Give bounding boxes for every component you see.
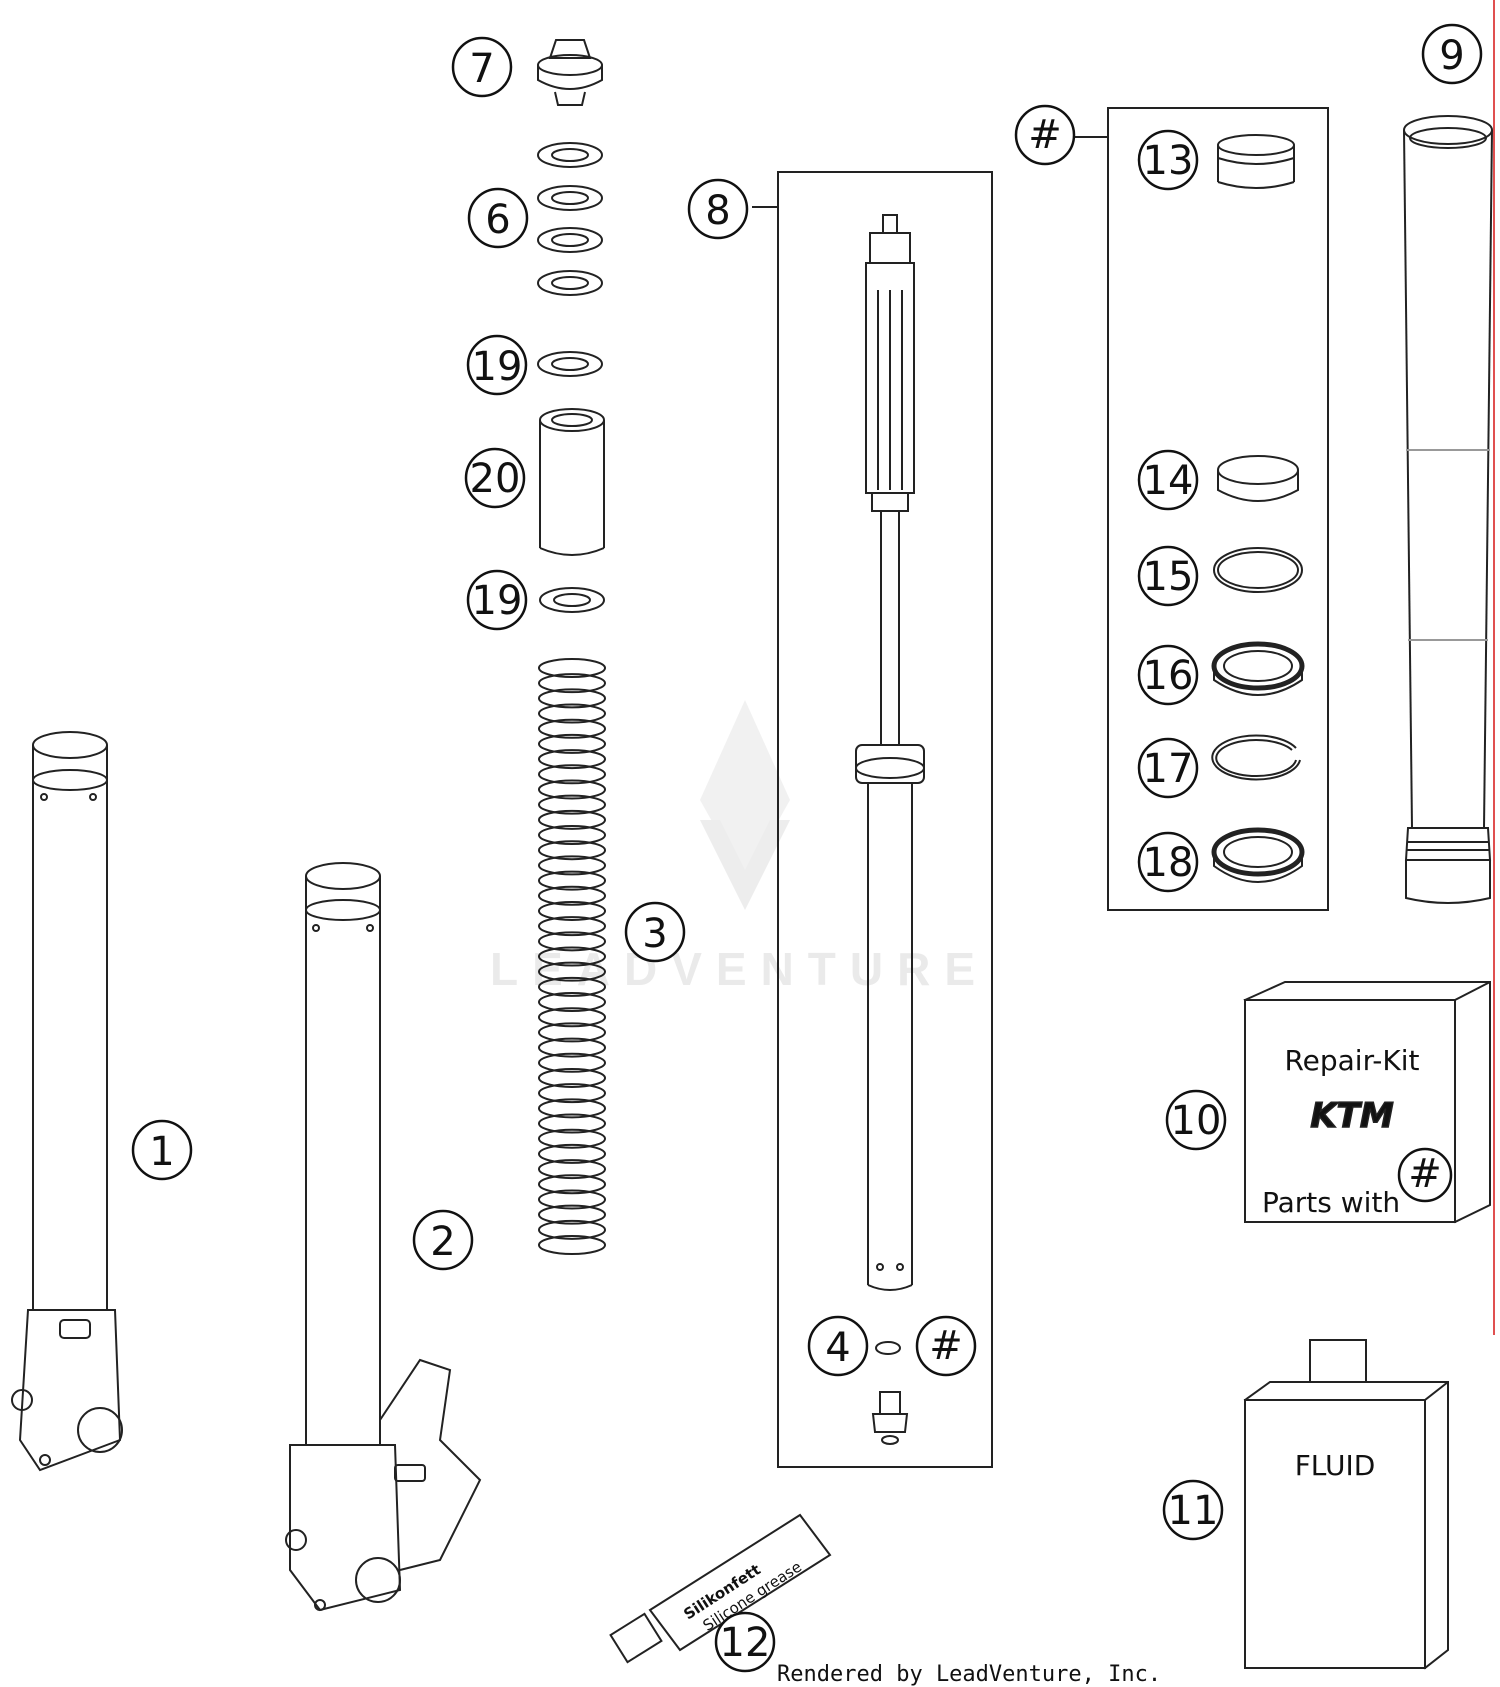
part-19-washer-upper <box>537 351 603 377</box>
svg-text:6: 6 <box>485 197 510 243</box>
callout-hash-4: # <box>915 1315 977 1377</box>
callout-20: 20 <box>464 447 526 509</box>
svg-text:8: 8 <box>705 188 730 234</box>
svg-text:3: 3 <box>642 911 667 957</box>
part-18-dust-seal <box>1211 827 1305 883</box>
leadventure-watermark: LEADVENTURE <box>490 700 989 995</box>
callout-11: 11 <box>1162 1479 1224 1541</box>
callout-9: 9 <box>1421 23 1483 85</box>
part-14-bushing <box>1217 455 1299 502</box>
repair-kit-frame <box>1075 107 1329 911</box>
part-19-washer-lower <box>539 587 605 613</box>
part-8-cartridge-assembly <box>752 171 993 1468</box>
callout-8: 8 <box>687 178 749 240</box>
part-13-bushing <box>1217 134 1295 189</box>
callout-17: 17 <box>1137 737 1199 799</box>
part-7-adjuster-cap <box>537 39 603 106</box>
repair-kit-title: Repair-Kit <box>1284 1044 1419 1077</box>
svg-text:19: 19 <box>472 344 523 390</box>
svg-text:9: 9 <box>1439 33 1464 79</box>
svg-text:4: 4 <box>825 1325 850 1371</box>
part-2-fork-leg-with-bracket <box>285 862 482 1612</box>
ktm-logo: KTM <box>1310 1096 1394 1136</box>
part-15-ring <box>1213 547 1303 593</box>
svg-text:16: 16 <box>1143 653 1194 699</box>
part-17-circlip <box>1211 734 1301 781</box>
callout-10: 10 <box>1165 1089 1227 1151</box>
callout-group: 7 6 19 20 19 3 8 4 # # 13 14 15 16 17 18… <box>131 23 1483 1673</box>
svg-text:2: 2 <box>430 1219 455 1265</box>
footer-credit: Rendered by LeadVenture, Inc. <box>777 1662 1162 1687</box>
callout-hash-kit: # <box>1014 104 1076 166</box>
repair-kit-note: Parts with <box>1262 1186 1400 1219</box>
svg-text:#: # <box>929 1323 963 1369</box>
callout-2: 2 <box>412 1209 474 1271</box>
svg-text:11: 11 <box>1168 1488 1219 1534</box>
svg-text:7: 7 <box>469 46 494 92</box>
callout-12: 12 <box>714 1611 776 1673</box>
callout-15: 15 <box>1137 545 1199 607</box>
callout-7: 7 <box>451 36 513 98</box>
callout-19-upper: 19 <box>466 334 528 396</box>
callout-19-lower: 19 <box>466 569 528 631</box>
part-4-o-ring <box>875 1341 901 1355</box>
svg-text:10: 10 <box>1171 1098 1222 1144</box>
svg-text:18: 18 <box>1143 840 1194 886</box>
svg-text:19: 19 <box>472 578 523 624</box>
watermark-text: LEADVENTURE <box>490 943 989 995</box>
callout-1: 1 <box>131 1119 193 1181</box>
callout-16: 16 <box>1137 644 1199 706</box>
part-6-washers <box>537 142 603 296</box>
svg-text:13: 13 <box>1143 138 1194 184</box>
svg-text:17: 17 <box>1143 746 1194 792</box>
callout-14: 14 <box>1137 449 1199 511</box>
svg-text:14: 14 <box>1143 458 1194 504</box>
svg-text:1: 1 <box>149 1129 174 1175</box>
callout-18: 18 <box>1137 831 1199 893</box>
svg-text:15: 15 <box>1143 554 1194 600</box>
part-1-fork-leg <box>11 731 123 1472</box>
svg-text:#: # <box>1408 1151 1442 1197</box>
svg-text:20: 20 <box>470 456 521 502</box>
callout-hash-kit-box: # <box>1397 1147 1453 1203</box>
part-16-seal <box>1211 641 1305 696</box>
svg-text:#: # <box>1028 112 1062 158</box>
part-20-spacer-tube <box>539 408 605 556</box>
callout-3: 3 <box>624 901 686 963</box>
part-12-grease-tube <box>609 1513 832 1664</box>
part-11-fluid-bottle <box>1243 1339 1449 1670</box>
part-8-frame <box>777 171 993 1468</box>
svg-text:12: 12 <box>720 1620 771 1666</box>
callout-6: 6 <box>467 187 529 249</box>
callout-4: 4 <box>807 1315 869 1377</box>
part-9-outer-tube <box>1403 115 1493 904</box>
fluid-label: FLUID <box>1295 1449 1376 1482</box>
part-3-spring <box>538 658 606 1255</box>
callout-13: 13 <box>1137 129 1199 191</box>
